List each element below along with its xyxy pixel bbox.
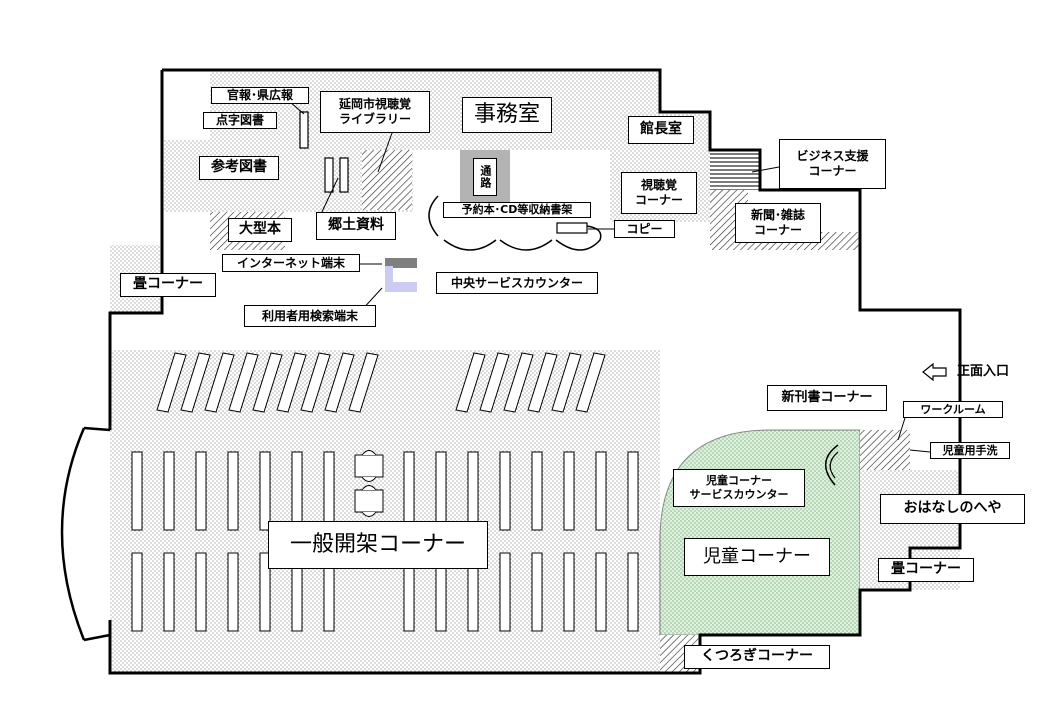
label-tenji: 点字図書 — [203, 112, 277, 129]
left-arrow-icon — [922, 362, 947, 382]
label-kensaku: 利用者用検索端末 — [244, 305, 376, 327]
label-tatami-right: 畳コーナー — [878, 558, 974, 582]
label-kanchoshitsu: 館長室 — [628, 116, 694, 144]
label-sanko: 参考図書 — [199, 156, 279, 180]
general-stacks — [156, 352, 606, 413]
label-chuo: 中央サービスカウンター — [436, 272, 598, 294]
label-shomen: 正面入口 — [956, 363, 1009, 379]
label-kutsurogi: くつろぎコーナー — [684, 645, 830, 669]
label-shinkan: 新刊書コーナー — [767, 385, 887, 411]
label-jido-counter: 児童コーナー サービスカウンター — [673, 469, 805, 507]
label-business: ビジネス支援 コーナー — [779, 139, 886, 189]
label-jimushitsu: 事務室 — [462, 97, 552, 133]
label-tatami-left: 畳コーナー — [120, 273, 216, 297]
label-copy: コピー — [614, 220, 675, 238]
label-kyodo: 郷土資料 — [316, 212, 396, 240]
copy-machine — [556, 222, 588, 234]
label-tsuro: 通路 — [473, 158, 497, 196]
label-shinbun: 新聞･雑誌 コーナー — [735, 203, 821, 243]
outer-wall — [108, 68, 962, 675]
label-kanpo: 官報･県広報 — [211, 87, 309, 104]
label-ohanashi: おはなしのへや — [880, 494, 1025, 524]
label-ippan: 一般開架コーナー — [268, 521, 488, 569]
label-ogata: 大型本 — [228, 218, 292, 242]
label-shichokaku: 視聴覚 コーナー — [621, 172, 697, 214]
label-workroom: ワークルーム — [903, 401, 1003, 418]
search-terminal — [385, 282, 417, 292]
west-window — [60, 427, 86, 641]
label-tearai: 児童用手洗 — [930, 442, 1010, 459]
internet-terminal — [385, 258, 417, 268]
label-internet: インターネット端末 — [222, 254, 360, 272]
label-nobeoka-av: 延岡市視聴覚 ライブラリー — [320, 91, 430, 133]
label-yoyaku: 予約本･CD等収納書架 — [443, 202, 591, 218]
label-jido: 児童コーナー — [684, 538, 830, 576]
